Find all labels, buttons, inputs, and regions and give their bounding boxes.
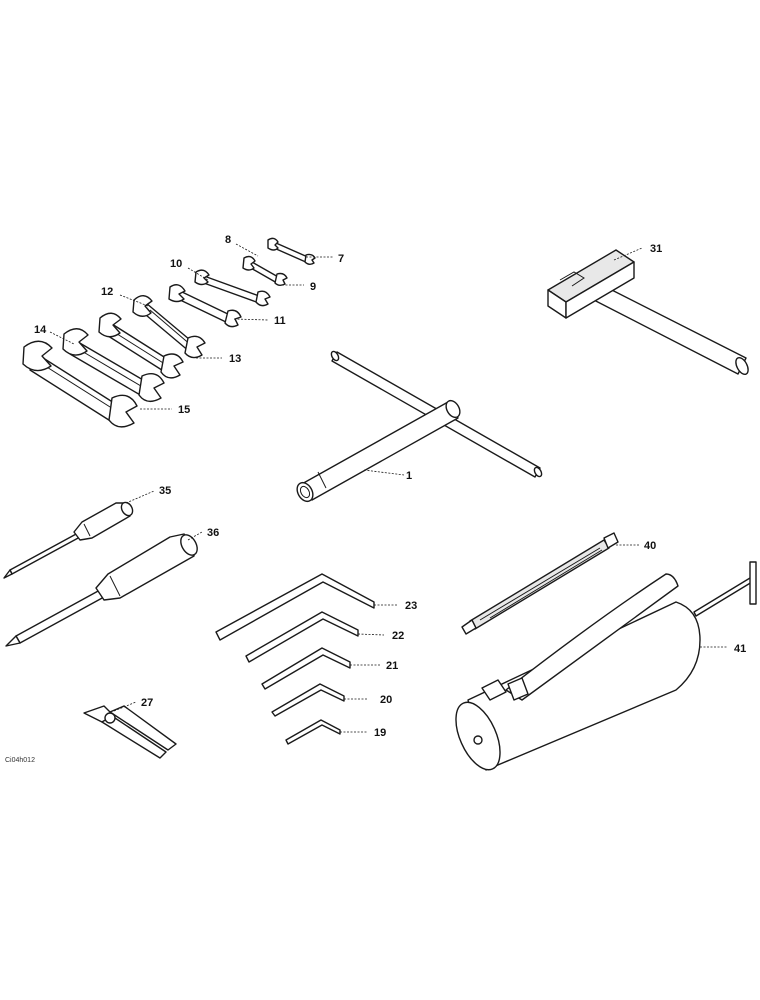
- callout-13: 13: [229, 353, 241, 365]
- grease-gun: [455, 561, 757, 771]
- pliers: [83, 705, 177, 759]
- grease-hose: [461, 532, 619, 635]
- callout-31: 31: [650, 243, 662, 255]
- callout-19: 19: [374, 727, 386, 739]
- hex-key-19: [285, 719, 341, 745]
- callout-40: 40: [644, 540, 656, 552]
- wrench-12: [132, 295, 206, 359]
- callout-36: 36: [207, 527, 219, 539]
- callout-35: 35: [159, 485, 171, 497]
- callout-15: 15: [178, 404, 190, 416]
- wrench-10: [194, 269, 271, 307]
- figure-code: Ci04h012: [5, 757, 35, 764]
- callout-22: 22: [392, 630, 404, 642]
- callout-12: 12: [101, 286, 113, 298]
- hex-key-23: [215, 573, 375, 641]
- callout-27: 27: [141, 697, 153, 709]
- t-handle-socket-wrench: [296, 350, 543, 503]
- callout-41: 41: [734, 643, 746, 655]
- callout-1: 1: [406, 470, 412, 482]
- callout-11: 11: [274, 315, 286, 327]
- wrench-13: [98, 312, 184, 379]
- screwdriver-small: [3, 501, 134, 579]
- callout-10: 10: [170, 258, 182, 270]
- hammer: [547, 249, 749, 375]
- callout-8: 8: [225, 234, 231, 246]
- hex-key-22: [245, 611, 359, 663]
- hex-key-21: [261, 647, 351, 690]
- wrench-11: [168, 284, 242, 328]
- callout-23: 23: [405, 600, 417, 612]
- callout-9: 9: [310, 281, 316, 293]
- callout-20: 20: [380, 694, 392, 706]
- leader-lines: [49, 243, 728, 733]
- screwdriver-large: [5, 533, 198, 647]
- wrench-15: [22, 340, 138, 428]
- wrench-14: [62, 328, 165, 403]
- callout-21: 21: [386, 660, 398, 672]
- callout-14: 14: [34, 324, 47, 336]
- callout-7: 7: [338, 253, 344, 265]
- hex-key-20: [271, 683, 345, 717]
- wrench-7: [267, 237, 316, 265]
- wrench-9: [242, 255, 288, 286]
